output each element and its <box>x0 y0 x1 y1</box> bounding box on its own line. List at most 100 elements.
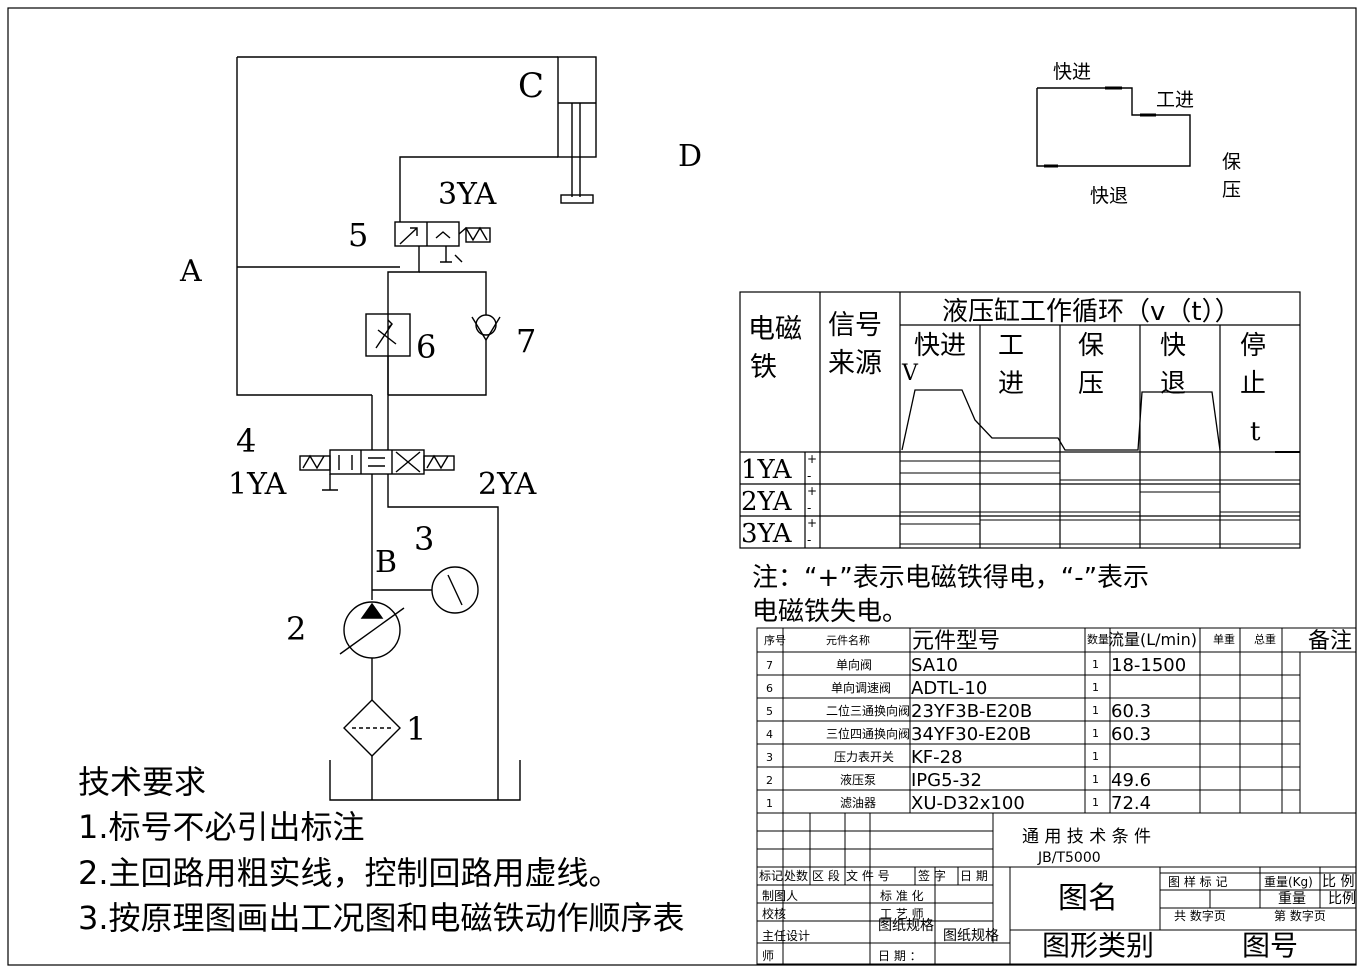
label-a: A <box>179 254 202 289</box>
pressure-gauge3 <box>431 566 479 614</box>
cylinder <box>557 56 597 158</box>
svg-text:72.4: 72.4 <box>1111 793 1151 814</box>
label-7: 7 <box>516 322 536 360</box>
svg-text:重量: 重量 <box>1278 891 1306 907</box>
phase-hold-1: 保 <box>1078 331 1104 361</box>
svg-text:1: 1 <box>1092 773 1099 786</box>
svg-text:ADTL-10: ADTL-10 <box>911 678 987 699</box>
req-item-2: 2.主回路用粗实线，控制回路用虚线。 <box>78 854 621 892</box>
valve4 <box>329 449 425 475</box>
svg-text:2: 2 <box>766 774 773 787</box>
svg-text:标 准 化: 标 准 化 <box>880 889 924 903</box>
label-3: 3 <box>414 520 434 558</box>
svg-text:单向调速阀: 单向调速阀 <box>831 680 891 695</box>
note-line-2: 电磁铁失电。 <box>752 597 908 627</box>
req-title: 技术要求 <box>78 763 206 801</box>
col-cycle: 液压缸工作循环（v（t）） <box>942 297 1241 327</box>
svg-text:滤油器: 滤油器 <box>840 796 876 810</box>
svg-text:数量: 数量 <box>1087 633 1109 646</box>
label-2: 2 <box>286 610 306 648</box>
svg-text:XU-D32x100: XU-D32x100 <box>911 793 1025 814</box>
svg-text:处数: 处数 <box>784 868 808 883</box>
svg-text:流量(L/min): 流量(L/min) <box>1108 630 1197 649</box>
col-magnet-1: 电磁 <box>748 314 802 345</box>
title-name: 图名 <box>1058 881 1118 916</box>
svg-text:5: 5 <box>766 705 773 718</box>
svg-text:二位三通换向阀: 二位三通换向阀 <box>826 703 910 718</box>
axis-t: t <box>1250 417 1261 447</box>
svg-text:图纸规格: 图纸规格 <box>878 918 934 934</box>
svg-text:制图人: 制图人 <box>762 889 798 903</box>
req-item-3: 3.按原理图画出工况图和电磁铁动作顺序表 <box>78 899 685 937</box>
phase-fast-out-1: 快 <box>1160 331 1186 361</box>
tech-requirements: 技术要求 1.标号不必引出标注 2.主回路用粗实线，控制回路用虚线。 3.按原理… <box>78 763 685 937</box>
svg-text:1: 1 <box>766 797 773 810</box>
phase-work-in-1: 工 <box>998 331 1024 361</box>
svg-text:共 数字页: 共 数字页 <box>1174 908 1226 923</box>
svg-text:文 件 号: 文 件 号 <box>846 868 890 883</box>
svg-text:3: 3 <box>766 751 773 764</box>
label-5: 5 <box>348 216 368 254</box>
col-source-1: 信号 <box>828 310 882 341</box>
svg-text:元件名称: 元件名称 <box>826 633 870 647</box>
svg-text:-: - <box>807 533 811 547</box>
check-valve7 <box>475 314 497 336</box>
bom-rows: 7 单向阀 SA10 1 18-1500 6 单向调速阀 ADTL-10 1 5… <box>766 655 1186 814</box>
svg-text:SA10: SA10 <box>911 655 958 676</box>
svg-text:7: 7 <box>766 659 773 672</box>
line-cylinder-to-valve5 <box>399 156 558 222</box>
std-title: 通 用 技 术 条 件 <box>1022 827 1151 847</box>
svg-text:1: 1 <box>1092 658 1099 671</box>
svg-text:4: 4 <box>766 728 773 741</box>
svg-text:1: 1 <box>1092 750 1099 763</box>
tank <box>329 760 521 801</box>
phase-hold-2: 压 <box>1078 369 1104 399</box>
svg-text:重量(Kg): 重量(Kg) <box>1264 875 1313 889</box>
svg-text:液压泵: 液压泵 <box>840 772 876 787</box>
sketch-work-in: 工进 <box>1156 89 1194 111</box>
svg-text:+: + <box>807 452 817 466</box>
sketch-fast-in: 快进 <box>1053 61 1091 83</box>
svg-text:压力表开关: 压力表开关 <box>834 750 894 764</box>
title-block: 通 用 技 术 条 件 JB/T5000 标记 处数 区 段 文 件 号 签 字… <box>757 813 1356 964</box>
svg-text:49.6: 49.6 <box>1111 770 1151 791</box>
svg-text:23YF3B-E20B: 23YF3B-E20B <box>911 701 1032 722</box>
line-return <box>387 474 499 800</box>
req-item-1: 1.标号不必引出标注 <box>78 808 365 846</box>
svg-text:序号: 序号 <box>764 633 786 647</box>
svg-text:图 样 标 记: 图 样 标 记 <box>1168 874 1227 889</box>
svg-text:师: 师 <box>762 949 774 963</box>
svg-text:标记: 标记 <box>759 869 783 883</box>
svg-text:图纸规格: 图纸规格 <box>943 928 999 944</box>
svg-text:+: + <box>807 516 817 530</box>
svg-text:1: 1 <box>1092 796 1099 809</box>
hydraulic-circuit <box>236 56 597 801</box>
svg-text:工 艺 师: 工 艺 师 <box>880 907 924 921</box>
solenoid-table: 电磁 铁 信号 来源 液压缸工作循环（v（t）） 快进 工 进 保 压 快 退 … <box>739 291 1301 627</box>
sketch-fast-out: 快退 <box>1090 185 1128 207</box>
svg-text:60.3: 60.3 <box>1111 701 1151 722</box>
svg-text:三位四通换向阀: 三位四通换向阀 <box>826 726 910 741</box>
cylinder-rod-end <box>560 194 594 204</box>
line-valve5-to-valve6 <box>387 246 420 395</box>
phase-work-in-2: 进 <box>998 369 1024 399</box>
sketch-hold-1: 保 <box>1222 151 1241 173</box>
svg-text:元件型号: 元件型号 <box>912 629 1000 654</box>
svg-text:比例: 比例 <box>1328 891 1356 907</box>
line-valve5-to-check7 <box>419 271 487 315</box>
svg-text:单向阀: 单向阀 <box>836 657 872 672</box>
label-2ya: 2YA <box>478 467 537 502</box>
sketch-hold-2: 压 <box>1222 179 1241 201</box>
label-6: 6 <box>416 328 436 366</box>
title-category: 图形类别 <box>1042 929 1154 962</box>
svg-text:1: 1 <box>1092 727 1099 740</box>
svg-text:日 期 ：: 日 期 ： <box>878 949 922 963</box>
svg-text:34YF30-E20B: 34YF30-E20B <box>911 724 1031 745</box>
svg-text:第 数字页: 第 数字页 <box>1274 908 1326 923</box>
svg-text:日 期: 日 期 <box>960 869 988 883</box>
col-source-2: 来源 <box>828 348 882 379</box>
svg-text:比 例: 比 例 <box>1322 874 1354 890</box>
label-c: C <box>518 66 544 106</box>
svg-text:单重: 单重 <box>1213 632 1235 646</box>
